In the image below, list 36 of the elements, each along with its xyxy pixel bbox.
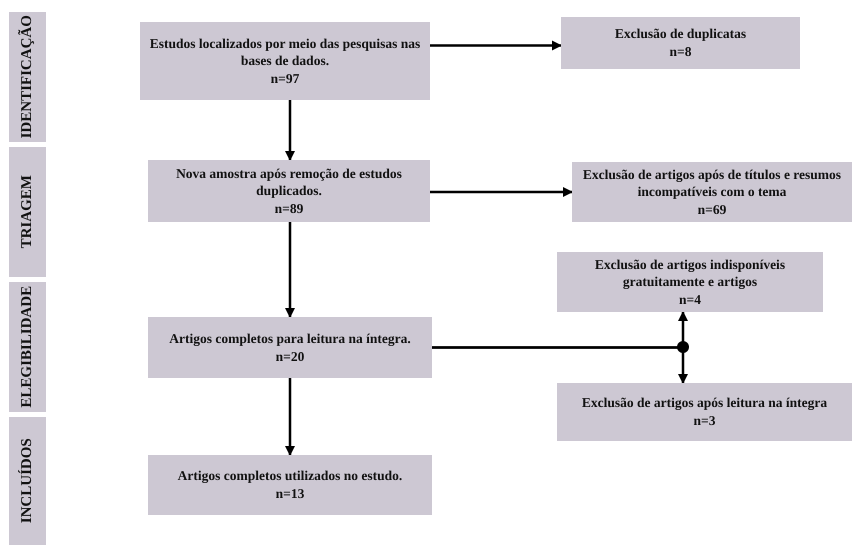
arrow (285, 100, 295, 161)
box-text: Nova amostra após remoção de estudos duplicados. (175, 164, 403, 200)
phase-band (9, 417, 46, 545)
count-label: n=3 (694, 412, 716, 430)
count-label: n=4 (679, 290, 701, 308)
count-label: n=97 (270, 70, 300, 88)
box-text: Artigos completos utilizados no estudo. (178, 467, 402, 485)
phase-label: IDENTIFICAÇÃO (18, 15, 36, 139)
process-box (148, 317, 432, 378)
box-text: Exclusão de duplicatas (614, 25, 746, 43)
arrow (432, 346, 688, 384)
process-box (561, 17, 800, 69)
box-text: Estudos localizados por meio das pesquisas nas bases de dados. (148, 34, 422, 70)
process-box (148, 455, 432, 515)
process-box (140, 22, 430, 100)
arrow (285, 378, 295, 456)
phase-band (9, 12, 46, 142)
process-box (572, 162, 852, 222)
phase-label: TRIAGEM (18, 175, 36, 249)
count-label: n=20 (276, 348, 304, 366)
count-label: n=69 (698, 200, 726, 218)
phase-band (9, 147, 46, 277)
box-text: Artigos completos para leitura na íntegra. (169, 330, 411, 348)
arrow (430, 40, 562, 50)
phase-label: ELEGIBILIDADE (18, 286, 36, 408)
process-box (557, 383, 852, 441)
count-label: n=13 (276, 485, 304, 503)
count-label: n=8 (670, 43, 692, 61)
count-label: n=89 (274, 200, 304, 218)
arrow (285, 222, 295, 318)
box-text: Exclusão de artigos após leitura na íntegra (582, 394, 828, 412)
arrow (430, 187, 573, 197)
process-box (557, 252, 823, 312)
phase-band (9, 282, 46, 412)
process-box (148, 160, 430, 222)
phase-label: INCLUÍDOS (18, 438, 36, 524)
